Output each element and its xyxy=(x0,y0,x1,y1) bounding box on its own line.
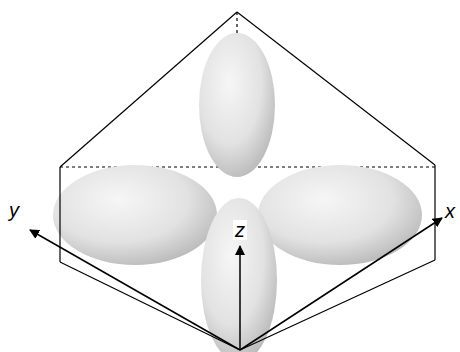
axis-label: x xyxy=(443,201,457,221)
box-edges xyxy=(60,12,435,350)
axis-label: z xyxy=(233,220,247,240)
orbital-lobes xyxy=(53,33,422,352)
axis-label: y xyxy=(7,200,21,220)
coordinate-axes xyxy=(30,218,442,350)
